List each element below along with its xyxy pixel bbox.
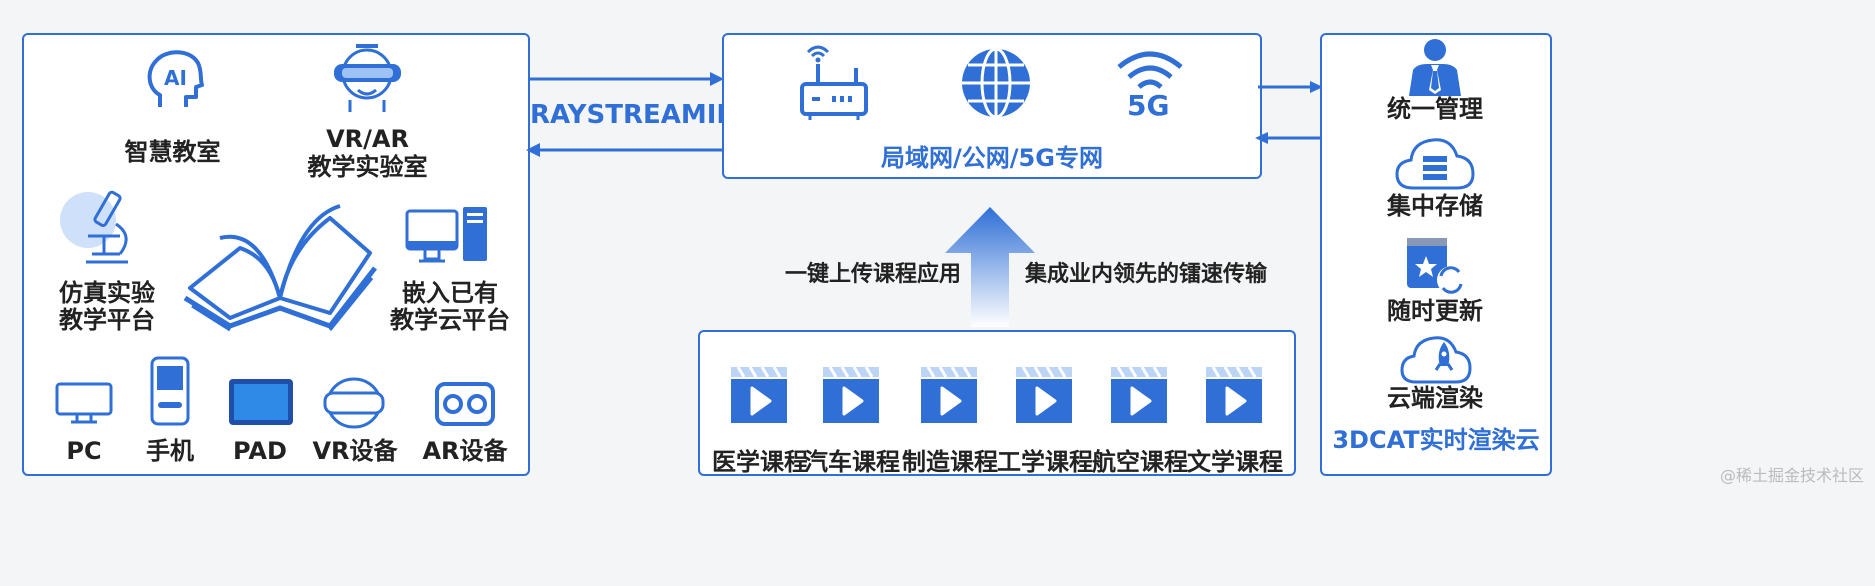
- arrow-from-cloud: [1255, 132, 1324, 144]
- cloud-item-anytime-update: 随时更新: [1387, 297, 1483, 325]
- course-label-aviation: 航空课程: [1092, 448, 1188, 476]
- play-video-icon: [731, 366, 787, 423]
- embed-platform-label-line1: 嵌入已有: [402, 279, 498, 307]
- arrow-to-scenarios: [526, 143, 724, 157]
- play-video-icon: [921, 366, 977, 423]
- simulation-label-line1: 仿真实验: [59, 279, 155, 307]
- pc-monitor-icon: [55, 382, 113, 424]
- device-label-ar: AR设备: [422, 437, 508, 465]
- device-label-pad: PAD: [233, 437, 287, 465]
- svg-text:AI: AI: [164, 66, 187, 90]
- course-label-medical: 医学课程: [712, 448, 808, 476]
- phone-icon: [150, 356, 190, 426]
- device-label-vr: VR设备: [312, 437, 398, 465]
- cloud-item-cloud-rendering: 云端渲染: [1387, 384, 1483, 412]
- cloud-panel-title: 3DCAT实时渲染云: [1332, 426, 1540, 454]
- tablet-icon: [229, 379, 293, 425]
- vr-headset-person-icon: [334, 44, 401, 112]
- ar-glasses-icon: [435, 382, 495, 426]
- vr-goggles-icon: [323, 377, 385, 429]
- course-label-engineering: 工学课程: [997, 448, 1093, 476]
- device-label-pc: PC: [66, 437, 102, 465]
- play-video-icon: [1016, 366, 1072, 423]
- course-label-literature: 文学课程: [1187, 448, 1283, 476]
- courses-panel: [698, 330, 1296, 476]
- router-icon: [800, 45, 868, 120]
- cloud-item-unified-management: 统一管理: [1387, 95, 1483, 123]
- play-video-icon: [823, 366, 879, 423]
- network-label: 局域网/公网/5G专网: [881, 144, 1103, 172]
- upload-left-label: 一键上传课程应用: [785, 262, 962, 287]
- embed-platform-label-line2: 教学云平台: [390, 306, 510, 334]
- course-label-automotive: 汽车课程: [804, 448, 900, 476]
- simulation-label-line2: 教学平台: [59, 306, 155, 334]
- vrar-lab-label-line2: 教学实验室: [307, 153, 428, 181]
- open-book-icon: [183, 204, 377, 332]
- microscope-icon: [60, 190, 128, 264]
- svg-text:5G: 5G: [1127, 89, 1169, 122]
- smart-classroom-label: 智慧教室: [124, 138, 221, 166]
- cloud-rocket-icon: [1400, 336, 1472, 384]
- cloud-server-icon: [1395, 138, 1475, 190]
- upload-right-label: 集成业内领先的镭速传输: [1025, 262, 1268, 287]
- course-label-manufacturing: 制造课程: [902, 448, 998, 476]
- arrow-to-network: [530, 72, 724, 86]
- desktop-computer-icon: [405, 207, 487, 263]
- ai-head-icon: AI: [147, 50, 204, 107]
- book-refresh-icon: [1407, 238, 1465, 294]
- play-video-icon: [1206, 366, 1262, 423]
- play-video-icon: [1111, 366, 1167, 423]
- upload-arrow-icon: [945, 207, 1035, 327]
- raystreaming-label: RAYSTREAMING: [530, 100, 760, 130]
- 5g-icon: 5G: [1117, 51, 1183, 122]
- vrar-lab-label-line1: VR/AR: [326, 125, 409, 153]
- manager-person-icon: [1409, 39, 1461, 96]
- device-label-phone: 手机: [146, 437, 194, 465]
- cloud-item-centralized-storage: 集中存储: [1387, 192, 1483, 220]
- arrow-to-cloud: [1258, 81, 1323, 93]
- globe-icon: [962, 47, 1030, 119]
- watermark: @稀土掘金技术社区: [1720, 466, 1865, 485]
